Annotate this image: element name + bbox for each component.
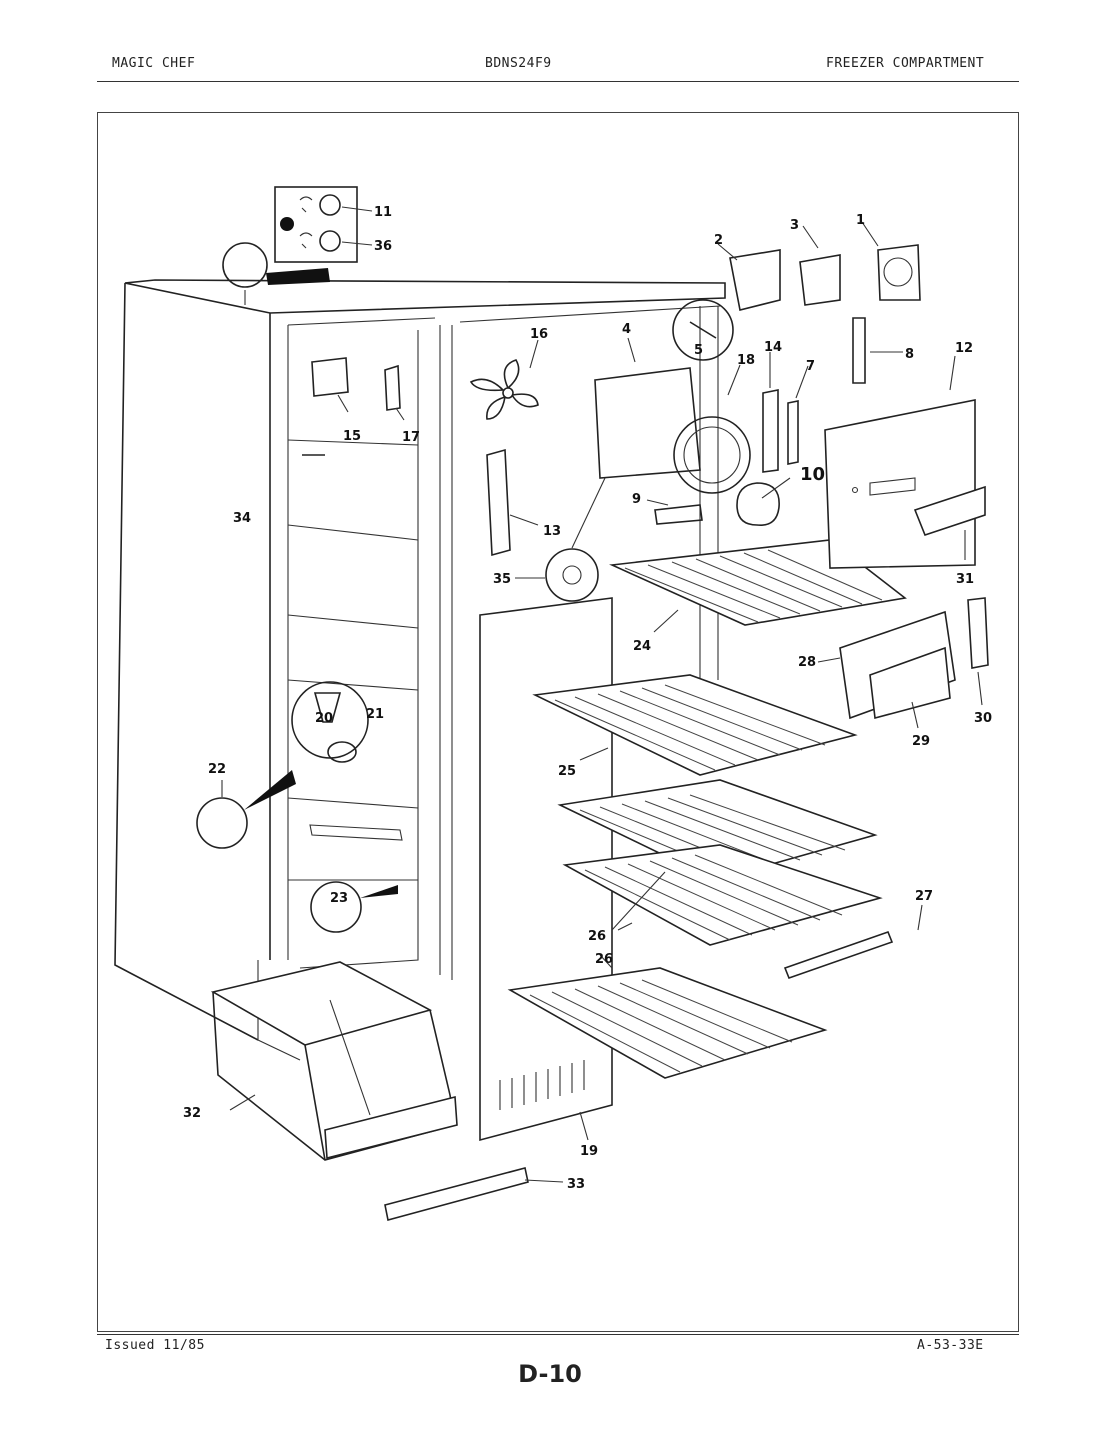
label-8: 8: [905, 347, 914, 362]
part-35: [545, 548, 599, 602]
part-7: [787, 400, 799, 465]
label-33: 33: [567, 1177, 585, 1192]
label-3: 3: [790, 218, 799, 233]
label-13: 13: [543, 524, 561, 539]
label-34: 34: [233, 511, 251, 526]
label-5: 5: [694, 343, 703, 358]
label-22: 22: [208, 762, 226, 777]
header-brand: MAGIC CHEF: [112, 56, 196, 71]
part-17: [384, 364, 401, 411]
part-13: [486, 448, 511, 557]
label-23: 23: [330, 891, 348, 906]
light-socket-detail: [672, 299, 734, 361]
label-17: 17: [402, 430, 420, 445]
part-3: [799, 254, 841, 306]
shelf-25: [532, 674, 858, 776]
label-30: 30: [974, 711, 992, 726]
label-32: 32: [183, 1106, 201, 1121]
label-1: 1: [856, 213, 865, 228]
label-4: 4: [622, 322, 631, 337]
shelf-bottom: [507, 967, 828, 1079]
label-31: 31: [956, 572, 974, 587]
fan-blade: [469, 359, 539, 420]
label-36: 36: [374, 239, 392, 254]
light-switch: [654, 504, 703, 525]
shelf-rail: [783, 930, 894, 980]
label-24: 24: [633, 639, 651, 654]
label-29: 29: [912, 734, 930, 749]
part-22: [196, 797, 248, 849]
header-rule: [97, 81, 1019, 82]
label-15: 15: [343, 429, 361, 444]
evaporator-cover: [824, 399, 986, 569]
part-8: [852, 317, 866, 384]
label-19: 19: [580, 1144, 598, 1159]
header-section: FREEZER COMPARTMENT: [826, 56, 985, 71]
header-model: BDNS24F9: [485, 56, 552, 71]
label-25: 25: [558, 764, 576, 779]
part-34: [222, 242, 268, 288]
diagram-frame: [97, 112, 1019, 1332]
part-15: [311, 357, 349, 397]
fan-bracket: [594, 367, 701, 479]
label-21: 21: [366, 707, 384, 722]
bin-rail: [384, 1167, 529, 1221]
footer-rule: [97, 1334, 1019, 1335]
part-29: [869, 646, 951, 720]
label-7: 7: [806, 359, 815, 374]
part-23: [310, 881, 362, 933]
part-14: [762, 389, 779, 473]
part-2: [729, 249, 781, 311]
part-1: [877, 244, 921, 301]
label-11: 11: [374, 205, 392, 220]
label-26b: 26: [595, 952, 613, 967]
cabinet-body: [114, 279, 726, 1061]
part-30: [967, 597, 989, 669]
label-9: 9: [632, 492, 641, 507]
label-28: 28: [798, 655, 816, 670]
fan-motor: [673, 416, 751, 494]
crisper-bin: [210, 961, 458, 1161]
label-14: 14: [764, 340, 782, 355]
label-10: 10: [800, 464, 825, 485]
back-panel: [479, 597, 613, 1142]
footer-issued: Issued 11/85: [105, 1338, 205, 1353]
light-bulb: [736, 482, 780, 526]
label-2: 2: [714, 233, 723, 248]
leader-lines: [221, 221, 983, 1183]
label-35: 35: [493, 572, 511, 587]
label-16: 16: [530, 327, 548, 342]
label-12: 12: [955, 341, 973, 356]
label-27: 27: [915, 889, 933, 904]
footer-code: A-53-33E: [917, 1338, 984, 1353]
knob-inset: [274, 186, 373, 263]
page-number: D-10: [518, 1360, 582, 1388]
label-18: 18: [737, 353, 755, 368]
shelf-26-lower: [562, 844, 883, 946]
label-20: 20: [315, 711, 333, 726]
callout-labels: 11 36 1 2 3 4 5 7 8 9 10 12 13 14 15 16 …: [183, 205, 992, 1192]
label-26: 26: [588, 929, 606, 944]
